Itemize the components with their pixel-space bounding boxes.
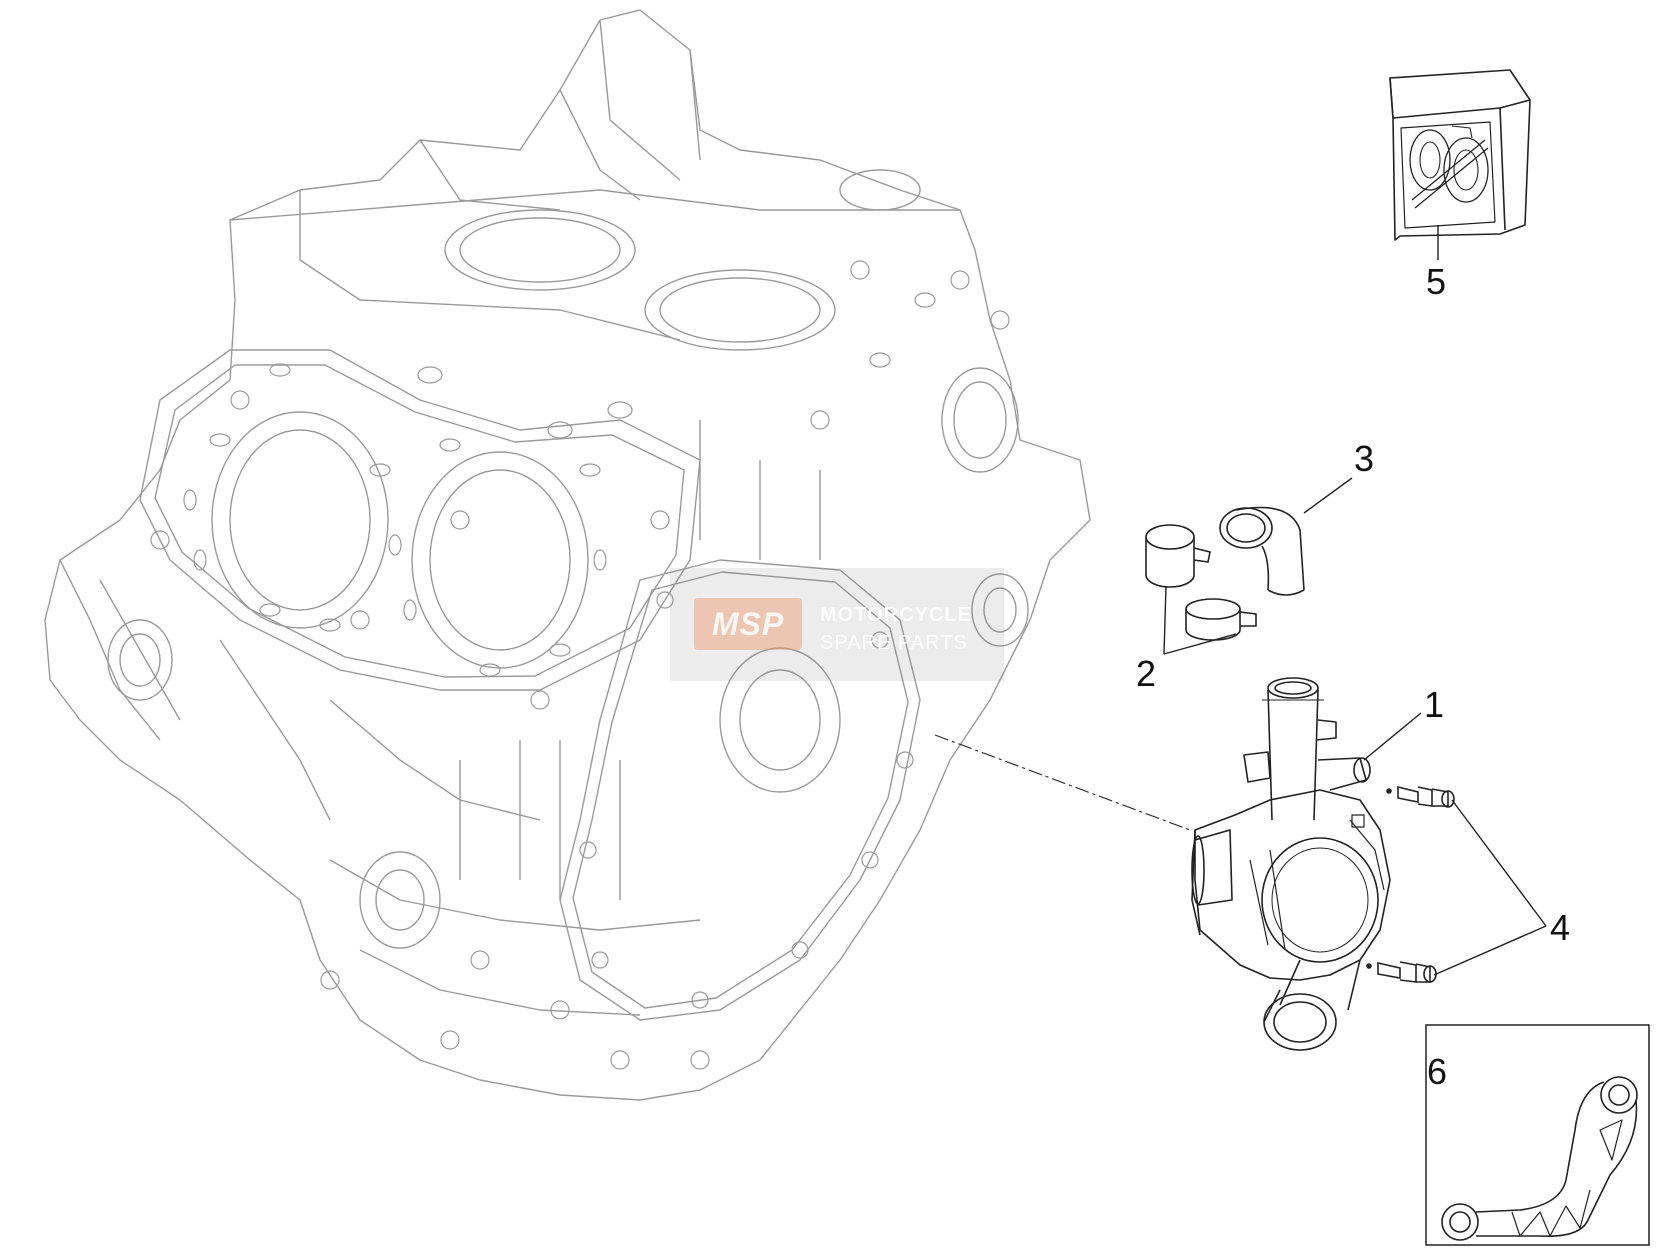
water-pump-body [1191, 677, 1391, 1051]
callout-1: 1 [1424, 684, 1445, 725]
watermark-logo: MSP [694, 598, 802, 650]
alignment-centerline [934, 734, 1191, 831]
elbow-hose [1219, 506, 1305, 596]
bracket-part [1441, 1076, 1638, 1241]
leader-lines [1163, 225, 1547, 976]
callout-2: 2 [1136, 653, 1157, 694]
engine-crankcase [44, 9, 1091, 1101]
watermark-panel [670, 568, 1004, 681]
callout-4: 4 [1550, 907, 1571, 948]
callout-6: 6 [1427, 1051, 1448, 1092]
watermark-line-2: SPARE PARTS [820, 632, 968, 654]
watermark-line-1: MOTORCYCLE [820, 604, 972, 626]
screws [1366, 785, 1455, 983]
gasket-kit-bag [1389, 69, 1531, 241]
callout-5: 5 [1426, 261, 1447, 302]
part-6-frame [1425, 1024, 1650, 1246]
hose-clamps [1145, 524, 1257, 641]
callout-3: 3 [1354, 438, 1375, 479]
